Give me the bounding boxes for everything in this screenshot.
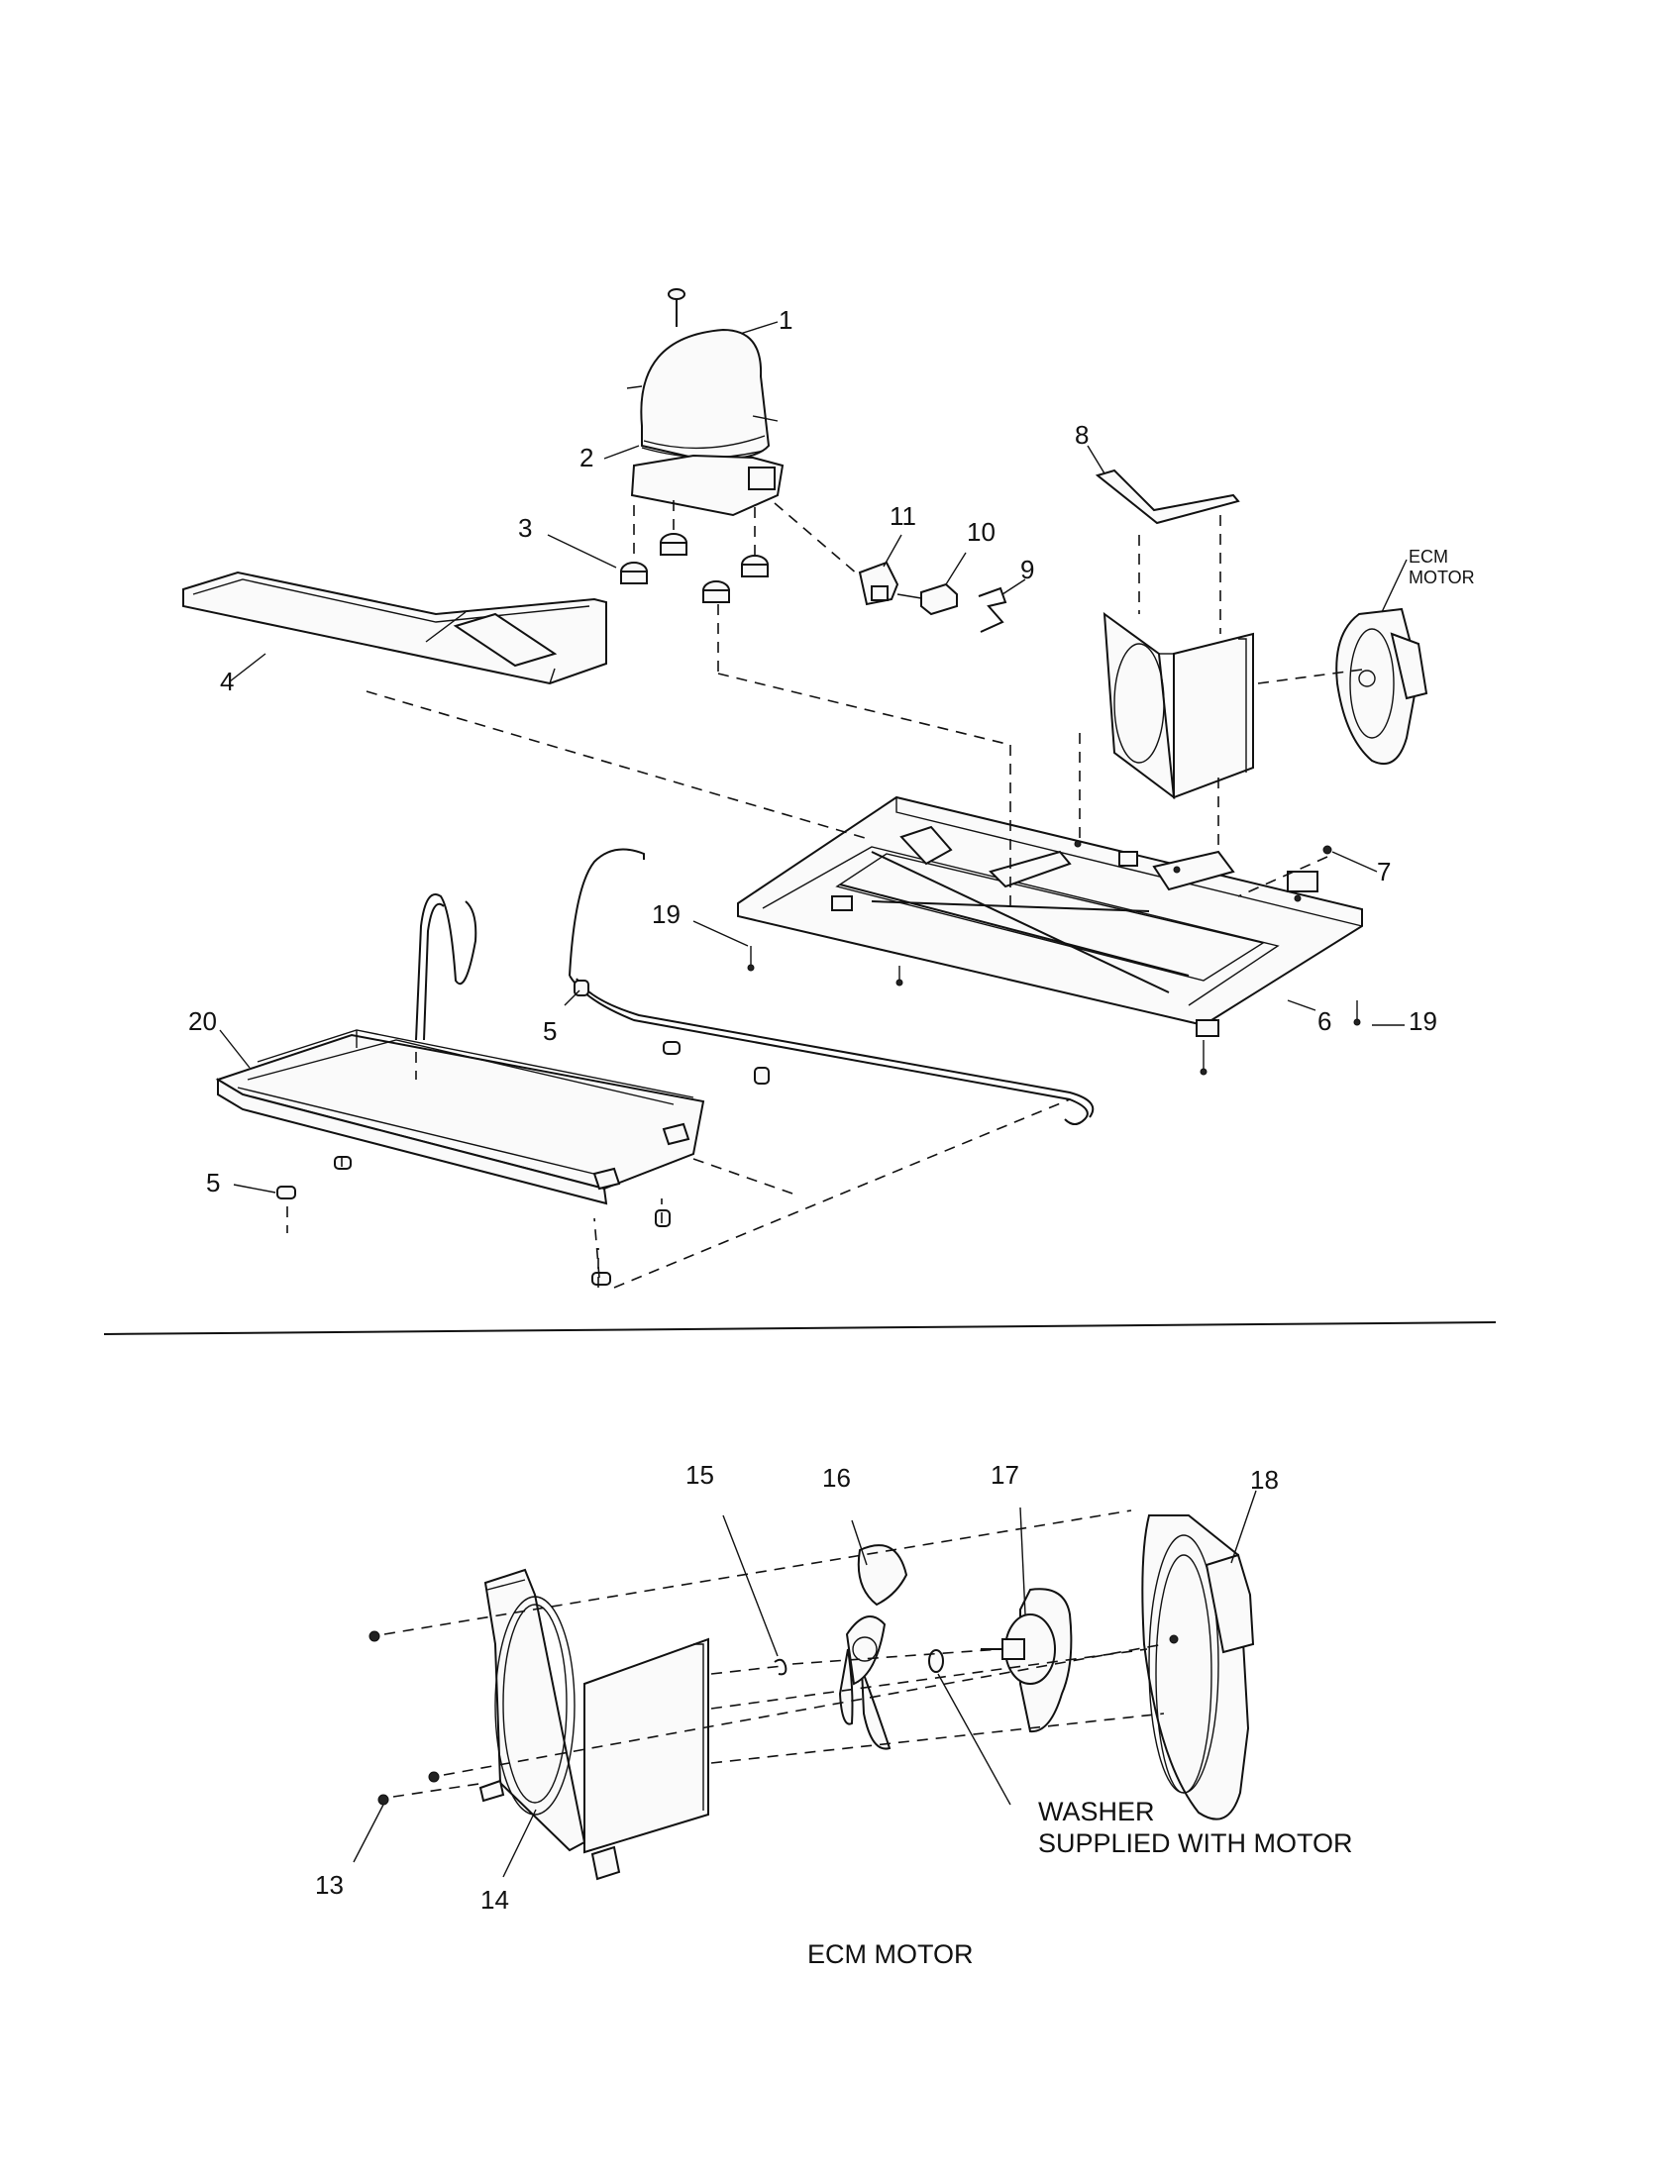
section-caption: ECM MOTOR	[807, 1939, 974, 1969]
fan-shroud-part-14	[478, 1568, 709, 1881]
callout-6: 6	[1317, 1006, 1331, 1036]
base-plate-part-6	[737, 795, 1363, 1037]
washer	[928, 1649, 944, 1673]
callout-19-right: 19	[1409, 1006, 1437, 1036]
spacer-part-5	[276, 980, 770, 1286]
motor-part-17	[981, 1588, 1073, 1733]
callout-5-upper: 5	[543, 1016, 557, 1046]
grommet-part-3	[620, 500, 769, 603]
ecm-motor-tag-line1: ECM	[1409, 547, 1448, 567]
section-divider	[103, 1321, 1497, 1335]
relay-part-11	[858, 561, 899, 606]
screw-part-19	[692, 920, 1405, 1076]
fan-blade-part-16	[838, 1544, 908, 1750]
clip-part-15	[774, 1658, 788, 1676]
callout-20: 20	[188, 1006, 217, 1036]
compressor-part-2	[626, 328, 785, 517]
condenser-coil-part-20	[215, 1029, 705, 1205]
callout-5-lower: 5	[206, 1168, 220, 1197]
callout-9: 9	[1020, 555, 1034, 584]
callout-3: 3	[518, 513, 532, 543]
screw-part-13	[368, 1630, 440, 1806]
callout-4: 4	[220, 667, 234, 696]
callout-7: 7	[1377, 857, 1391, 886]
callout-8: 8	[1075, 420, 1089, 450]
callout-16: 16	[822, 1463, 851, 1493]
washer-label-line1: WASHER	[1038, 1797, 1155, 1826]
callout-11: 11	[890, 501, 916, 531]
motor-bracket-part-18	[1141, 1514, 1255, 1820]
callout-1: 1	[779, 305, 792, 335]
ecm-motor-tag-line2: MOTOR	[1409, 568, 1475, 587]
callout-17: 17	[991, 1460, 1019, 1490]
fan-shroud-upper	[1102, 611, 1254, 800]
callout-10: 10	[967, 517, 996, 547]
washer-label-line2: SUPPLIED WITH MOTOR	[1038, 1828, 1353, 1858]
screw-part-7	[1322, 845, 1378, 873]
callout-2: 2	[579, 443, 593, 472]
drain-pan-part-4	[182, 571, 607, 685]
ecm-motor-assembly-small	[1335, 607, 1428, 766]
callout-18: 18	[1250, 1465, 1279, 1495]
callout-14: 14	[480, 1885, 509, 1915]
callout-19-left: 19	[652, 899, 681, 929]
callout-15: 15	[685, 1460, 714, 1490]
overload-part-10	[896, 582, 958, 616]
shroud-strip-part-8	[1095, 468, 1240, 525]
clip-part-9	[978, 586, 1007, 633]
callout-13: 13	[315, 1870, 344, 1900]
